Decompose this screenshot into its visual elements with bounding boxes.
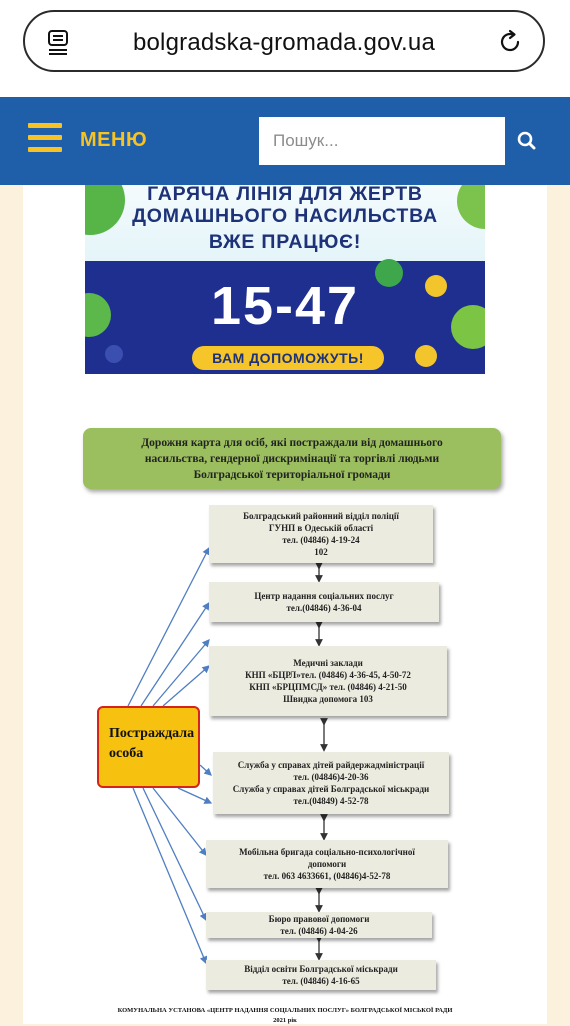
banner-pill: ВАМ ДОПОМОЖУТЬ! — [192, 346, 384, 370]
mobile-team-box: Мобільна бригада соціально-психологічної… — [206, 840, 448, 888]
medical-box: Медичні заклади КНП «БЦРЛ»тел. (04846) 4… — [209, 646, 447, 716]
victim-line: Постраждала — [109, 726, 195, 741]
box-line: Болградський районний відділ поліції — [243, 511, 399, 521]
reader-mode-icon[interactable] — [47, 29, 71, 55]
box-line: тел. (04846) 4-04-26 — [280, 926, 358, 936]
decor-dot — [451, 305, 485, 349]
search-icon[interactable] — [507, 117, 547, 165]
banner-header-area — [85, 185, 485, 265]
browser-chrome: bolgradska-gromada.gov.ua — [0, 0, 570, 97]
box-line: Мобільна бригада соціально-психологічної — [239, 847, 415, 857]
box-line: Служба у справах дітей Болградської місь… — [232, 784, 430, 794]
decor-dot — [375, 259, 403, 287]
social-services-box: Центр надання соціальних послуг тел.(048… — [209, 582, 439, 622]
address-bar[interactable]: bolgradska-gromada.gov.ua — [23, 10, 545, 72]
hamburger-menu-icon[interactable] — [28, 123, 62, 153]
education-box: Відділ освіти Болградської міськради тел… — [206, 960, 436, 990]
box-line: Медичні заклади — [293, 658, 363, 668]
banner-line-1: ГАРЯЧА ЛІНІЯ ДЛЯ ЖЕРТВ — [147, 185, 423, 205]
footer-line: КОМУНАЛЬНА УСТАНОВА «ЦЕНТР НАДАННЯ СОЦІА… — [117, 1007, 453, 1014]
menu-button[interactable]: МЕНЮ — [80, 129, 148, 151]
roadmap-footer: КОМУНАЛЬНА УСТАНОВА «ЦЕНТР НАДАННЯ СОЦІА… — [23, 1006, 547, 1026]
box-line: Швидка допомога 103 — [283, 694, 373, 704]
box-line: Відділ освіти Болградської міськради — [244, 964, 398, 974]
decor-dot — [415, 345, 437, 367]
footer-year: 2021 рік — [273, 1017, 297, 1024]
box-line: тел.(04849) 4-52-78 — [293, 796, 369, 806]
children-services-box: Служба у справах дітей райдержадміністра… — [213, 752, 449, 814]
box-line: допомоги — [307, 859, 347, 869]
roadmap-title-line: Болградської територіальної громади — [193, 468, 391, 481]
roadmap-title-line: Дорожня карта для осіб, які постраждали … — [141, 436, 443, 449]
legal-aid-box: Бюро правової допомоги тел. (04846) 4-04… — [206, 912, 432, 938]
box-line: КНП «БЦРЛ»тел. (04846) 4-36-45, 4-50-72 — [245, 670, 411, 680]
hotline-number: 15-47 — [210, 276, 360, 336]
box-line: тел.(04846) 4-36-04 — [286, 603, 362, 613]
box-line: тел. (04846) 4-16-65 — [282, 976, 360, 986]
roadmap-title: Дорожня карта для осіб, які постраждали … — [83, 428, 501, 489]
main-content: ГАРЯЧА ЛІНІЯ ДЛЯ ЖЕРТВ ДОМАШНЬОГО НАСИЛЬ… — [23, 185, 547, 1024]
search-input[interactable] — [259, 117, 505, 165]
box-line: Бюро правової допомоги — [268, 914, 370, 924]
site-header: МЕНЮ — [0, 97, 570, 185]
box-line: 102 — [314, 547, 328, 557]
roadmap-title-line: насильства, гендерної дискримінації та т… — [144, 452, 440, 465]
box-line: ГУНП в Одеській області — [268, 523, 374, 533]
box-line: тел. 063 4633661, (04846)4-52-78 — [263, 871, 391, 881]
victim-box: Постраждала особа — [97, 706, 200, 788]
decor-dot — [425, 275, 447, 297]
decor-dot — [105, 345, 123, 363]
box-line: КНП «БРЦПМСД» тел. (04846) 4-21-50 — [249, 682, 407, 692]
banner-line-2: ДОМАШНЬОГО НАСИЛЬСТВА — [132, 205, 438, 227]
victim-line: особа — [109, 746, 144, 761]
police-box: Болградський районний відділ поліції ГУН… — [209, 505, 433, 563]
banner-line-3: ВЖЕ ПРАЦЮЄ! — [208, 231, 362, 253]
box-line: Служба у справах дітей райдержадміністра… — [237, 760, 425, 770]
url-text[interactable]: bolgradska-gromada.gov.ua — [132, 29, 436, 56]
roadmap-connectors — [127, 546, 328, 965]
reload-icon[interactable] — [497, 29, 523, 55]
box-line: тел. (04846) 4-19-24 — [282, 535, 360, 545]
box-line: Центр надання соціальних послуг — [254, 591, 394, 601]
hotline-banner[interactable]: ГАРЯЧА ЛІНІЯ ДЛЯ ЖЕРТВ ДОМАШНЬОГО НАСИЛЬ… — [85, 185, 485, 374]
box-line: тел. (04846)4-20-36 — [293, 772, 369, 782]
